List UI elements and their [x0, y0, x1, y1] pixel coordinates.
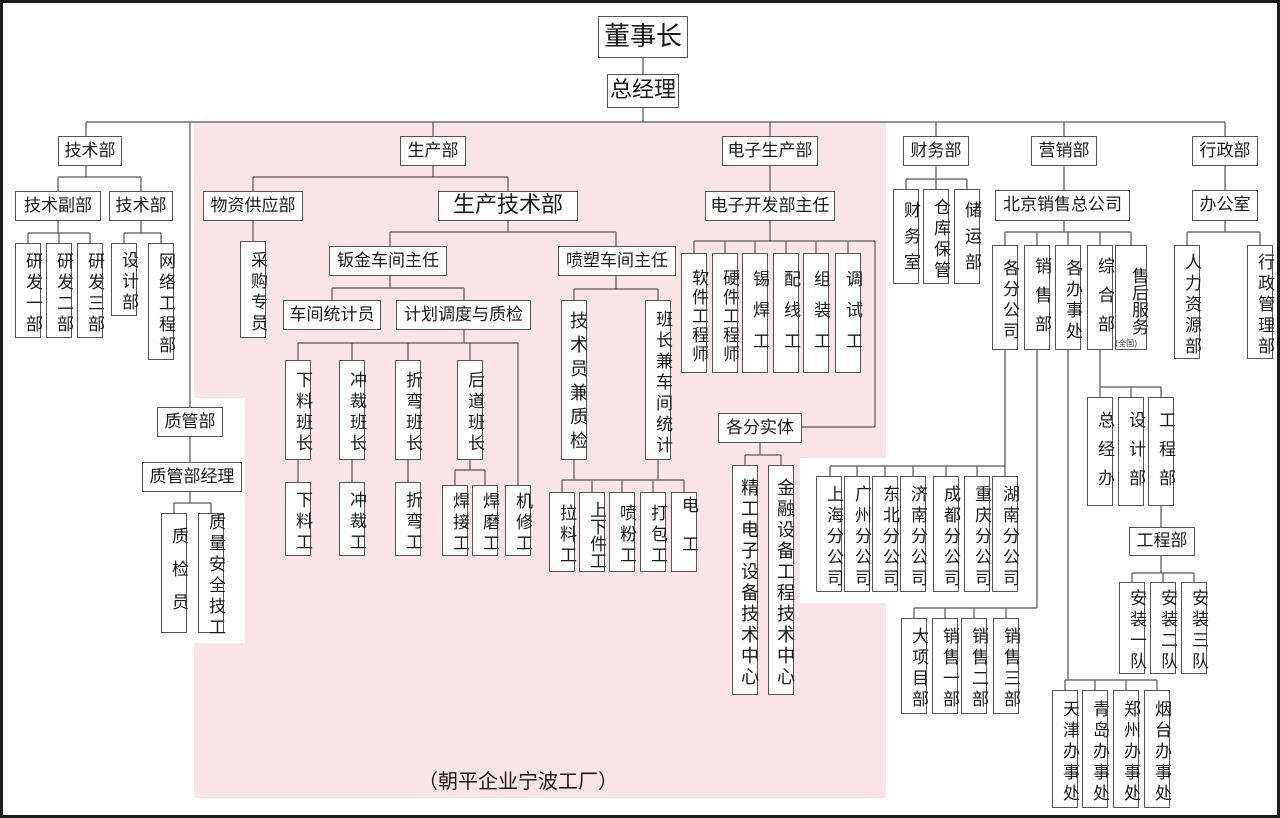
- electronics-dept-box: 电子生产部: [722, 136, 818, 166]
- tianjin-office-box: 天津办事处: [1052, 690, 1079, 808]
- qa-manager-box: 质管部经理: [142, 462, 242, 492]
- offices-box: 各办事处: [1055, 245, 1082, 350]
- team-stats-box: 班长兼车间统计: [645, 300, 672, 460]
- admin-dept-box: 行政部: [1192, 136, 1258, 166]
- plan-qc-box: 计划调度与质检: [396, 300, 531, 330]
- finance-equipment-center-box: 金融设备工程技术中心: [768, 465, 795, 695]
- hr-dept-box: 人力资源部: [1174, 245, 1201, 359]
- sales-dept-box: 营销部: [1031, 136, 1097, 166]
- sub-entities-box: 各分实体: [718, 413, 802, 443]
- sales-three-box: 销售三部: [993, 618, 1020, 714]
- cutting-leader-box: 下料班长: [285, 360, 312, 460]
- sales-subdept-box: 销售部: [1024, 245, 1051, 350]
- general-affairs-box: 综合部: [1087, 245, 1114, 350]
- sales-design-box: 设计部: [1118, 397, 1145, 506]
- sales-two-box: 销售二部: [961, 618, 988, 714]
- grinder-box: 焊磨工: [472, 485, 499, 556]
- mechanic-box: 机修工: [505, 485, 532, 556]
- buyer-box: 采购专员: [240, 241, 267, 338]
- admin-management-box: 行政管理部: [1247, 245, 1274, 359]
- sales-one-box: 销售一部: [932, 618, 959, 714]
- chairman-box: 董事长: [598, 16, 688, 58]
- install-team-one-box: 安装一队: [1119, 582, 1146, 674]
- finance-office-box: 财务室: [893, 189, 920, 284]
- punching-leader-box: 冲裁班长: [339, 360, 366, 460]
- production-dept-box: 生产部: [400, 136, 466, 166]
- general-manager-box: 总经理: [607, 74, 679, 108]
- jinan-branch-box: 济南分公司: [900, 476, 927, 592]
- welder-box: 焊接工: [442, 485, 469, 556]
- engineering-dept-box: 工程部: [1129, 527, 1195, 556]
- quality-inspector-box: 质检员: [161, 513, 188, 633]
- chengdu-branch-box: 成都分公司: [933, 476, 960, 592]
- cutting-worker-box: 下料工: [285, 482, 312, 556]
- warehouse-box: 仓库保管: [923, 189, 950, 284]
- solderer-box: 锡焊工: [742, 253, 769, 373]
- bending-worker-box: 折弯工: [395, 482, 422, 556]
- gm-office-box: 总经办: [1087, 397, 1114, 506]
- assembler-box: 组装工: [803, 253, 830, 373]
- tech-sub-box: 技术部: [109, 191, 173, 221]
- shanghai-branch-box: 上海分公司: [816, 476, 843, 592]
- install-team-three-box: 安装三队: [1181, 582, 1208, 674]
- rd3-box: 研发三部: [77, 243, 104, 338]
- zhengzhou-office-box: 郑州办事处: [1113, 690, 1140, 808]
- debugger-box: 调试工: [835, 253, 862, 373]
- electronics-director-box: 电子开发部主任: [705, 191, 835, 221]
- packer-box: 打包工: [640, 492, 667, 572]
- tech-qc-box: 技术员兼质检: [561, 300, 588, 460]
- chongqing-branch-box: 重庆分公司: [964, 476, 991, 592]
- punching-worker-box: 冲裁工: [339, 482, 366, 556]
- rd1-box: 研发一部: [15, 243, 42, 338]
- post-process-leader-box: 后道班长: [457, 360, 484, 460]
- supply-dept-box: 物资供应部: [203, 191, 303, 221]
- beijing-sales-hq-box: 北京销售总公司: [995, 190, 1130, 221]
- sheet-metal-director-box: 钣金车间主任: [329, 246, 447, 276]
- branches-box: 各分公司: [992, 245, 1019, 350]
- dongbei-branch-box: 东北分公司: [872, 476, 899, 592]
- major-projects-box: 大项目部: [901, 618, 928, 714]
- wiring-worker-box: 配线工: [773, 253, 800, 373]
- finance-dept-box: 财务部: [903, 136, 969, 166]
- guangzhou-branch-box: 广州分公司: [844, 476, 871, 592]
- software-engineer-box: 软件工程师: [681, 253, 708, 373]
- tech-dept-box: 技术部: [58, 136, 122, 166]
- after-sales-label: 售后服务: [1128, 266, 1148, 335]
- install-team-two-box: 安装二队: [1150, 582, 1177, 674]
- puller-box: 拉料工: [549, 492, 576, 572]
- loader-box: 上下件工: [579, 492, 606, 572]
- sales-engineering-box: 工程部: [1148, 397, 1175, 506]
- spray-director-box: 喷塑车间主任: [558, 246, 676, 276]
- rd2-box: 研发二部: [46, 243, 73, 338]
- hardware-engineer-box: 硬件工程师: [712, 253, 739, 373]
- bending-leader-box: 折弯班长: [395, 360, 422, 460]
- after-sales-box: 售后服务: [1115, 245, 1148, 350]
- after-sales-scope-note: (全国): [1115, 339, 1138, 348]
- network-eng-box: 网络工程部: [148, 243, 175, 360]
- electrician-box: 电工: [671, 492, 698, 574]
- workshop-stats-box: 车间统计员: [283, 300, 381, 330]
- production-tech-dept-box: 生产技术部: [438, 191, 578, 221]
- hunan-branch-box: 湖南分公司: [992, 476, 1019, 592]
- yantai-office-box: 烟台办事处: [1144, 690, 1171, 808]
- tech-deputy-box: 技术副部: [15, 191, 101, 221]
- precision-center-box: 精工电子设备技术中心: [732, 465, 759, 695]
- quality-safety-tech-box: 质量安全技工: [198, 513, 225, 639]
- storage-transport-box: 储运部: [954, 189, 981, 284]
- factory-caption: （朝平企业宁波工厂）: [418, 769, 618, 793]
- powder-sprayer-box: 喷粉工: [609, 492, 636, 572]
- design-box: 设计部: [111, 243, 138, 316]
- qingdao-office-box: 青岛办事处: [1082, 690, 1109, 808]
- admin-office-box: 办公室: [1192, 190, 1258, 221]
- qa-dept-box: 质管部: [157, 407, 223, 437]
